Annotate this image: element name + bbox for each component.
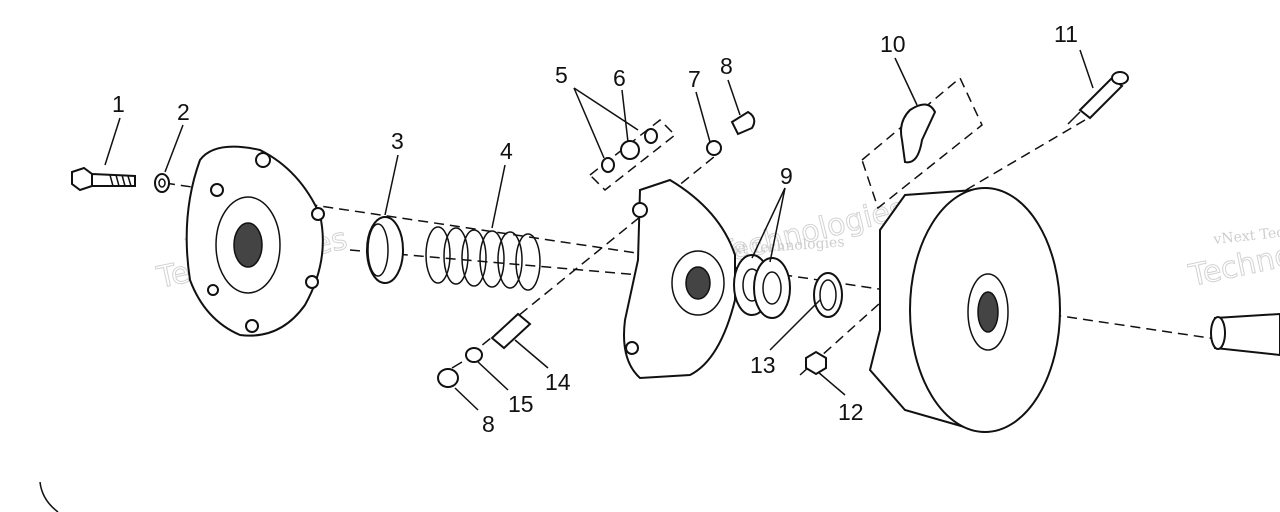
callout-6: 6: [613, 65, 626, 91]
part-9-bearings: [733, 254, 791, 319]
callout-15: 15: [508, 391, 534, 417]
moveable-sheave: [868, 187, 1061, 433]
part-15-washer: [465, 347, 483, 363]
callout-5: 5: [555, 62, 568, 88]
callout-14: 14: [545, 369, 571, 395]
callout-8-top: 8: [720, 53, 733, 79]
part-8-cap-top: [730, 110, 756, 136]
callout-4: 4: [500, 138, 513, 164]
part-1-bolt: [71, 166, 136, 192]
callout-13: 13: [750, 352, 776, 378]
main-axis-line: [164, 182, 1271, 348]
part-13-bushing: [813, 272, 843, 318]
part-12-nut: [805, 350, 827, 376]
callout-2: 2: [177, 99, 190, 125]
callout-11: 11: [1054, 21, 1078, 47]
callout-3: 3: [391, 128, 404, 154]
part-10-weight: [861, 76, 983, 210]
part-8-cap-bottom: [437, 361, 463, 388]
part-11-long-bolt: [1067, 71, 1129, 125]
shaft-stub: [1210, 312, 1280, 357]
part-14-pin: [490, 312, 532, 350]
part-7-washer: [706, 140, 722, 156]
callout-8-bottom: 8: [482, 411, 495, 437]
cover-plate: [185, 145, 325, 337]
callout-7: 7: [688, 66, 701, 92]
callout-1: 1: [112, 91, 125, 117]
spider-hub: [623, 178, 736, 380]
edge-arc: [39, 481, 59, 512]
callout-12: 12: [838, 399, 864, 425]
callout-labels: 1 2 3 4 5 6 7 8 9 10 11 12 13 14 15 8: [112, 21, 1078, 437]
part-5-6-group: [588, 118, 677, 192]
part-3-ring: [366, 216, 404, 284]
part-2-washer: [154, 173, 170, 193]
leader-lines: [104, 49, 1094, 411]
part-4-spring: [425, 226, 541, 291]
callout-9: 9: [780, 163, 793, 189]
callout-10: 10: [880, 31, 906, 57]
